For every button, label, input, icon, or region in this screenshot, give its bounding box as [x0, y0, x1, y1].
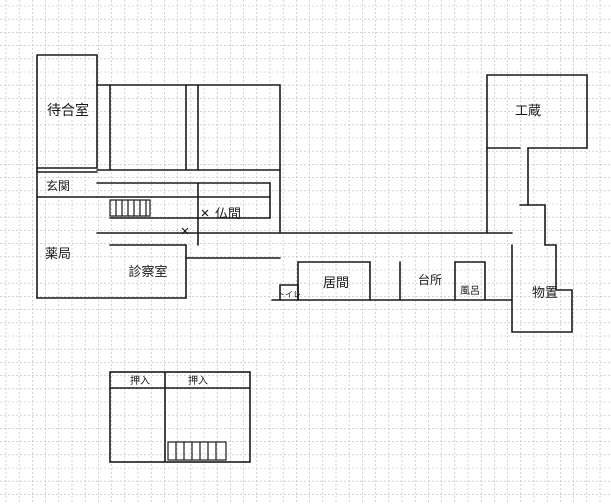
label-kitchen: 台所 [418, 272, 442, 287]
storage-walls [511, 204, 573, 333]
label-pharmacy: 薬局 [45, 247, 71, 262]
waiting-room-walls [36, 54, 98, 169]
second-floor-walls [109, 371, 251, 463]
label-closet-2: 押入 [188, 374, 208, 387]
main-block-walls [96, 84, 281, 233]
label-living-room: 居間 [323, 276, 349, 291]
label-entrance: 玄関 [46, 178, 70, 193]
label-waiting-room: 待合室 [47, 102, 89, 119]
label-toilet: トイレ [277, 290, 301, 299]
label-closet-1: 押入 [130, 374, 150, 387]
bath-walls [454, 261, 486, 301]
lower-staircase [167, 441, 227, 461]
label-bath: 風呂 [460, 285, 480, 297]
wall-lines [36, 54, 588, 333]
living-room-walls [271, 261, 371, 301]
room-labels: 待合室 玄関 薬局 診察室 仏間 トイレ 居間 台所 風呂 工蔵 物置 押入 押… [45, 102, 558, 387]
label-butsuma: 仏間 [215, 207, 241, 222]
label-workshop: 工蔵 [515, 104, 541, 119]
workshop-walls [486, 74, 588, 234]
cross-marks [181, 209, 209, 235]
label-storage: 物置 [532, 286, 558, 301]
staircase [109, 199, 151, 217]
label-exam-room: 診察室 [128, 264, 167, 280]
